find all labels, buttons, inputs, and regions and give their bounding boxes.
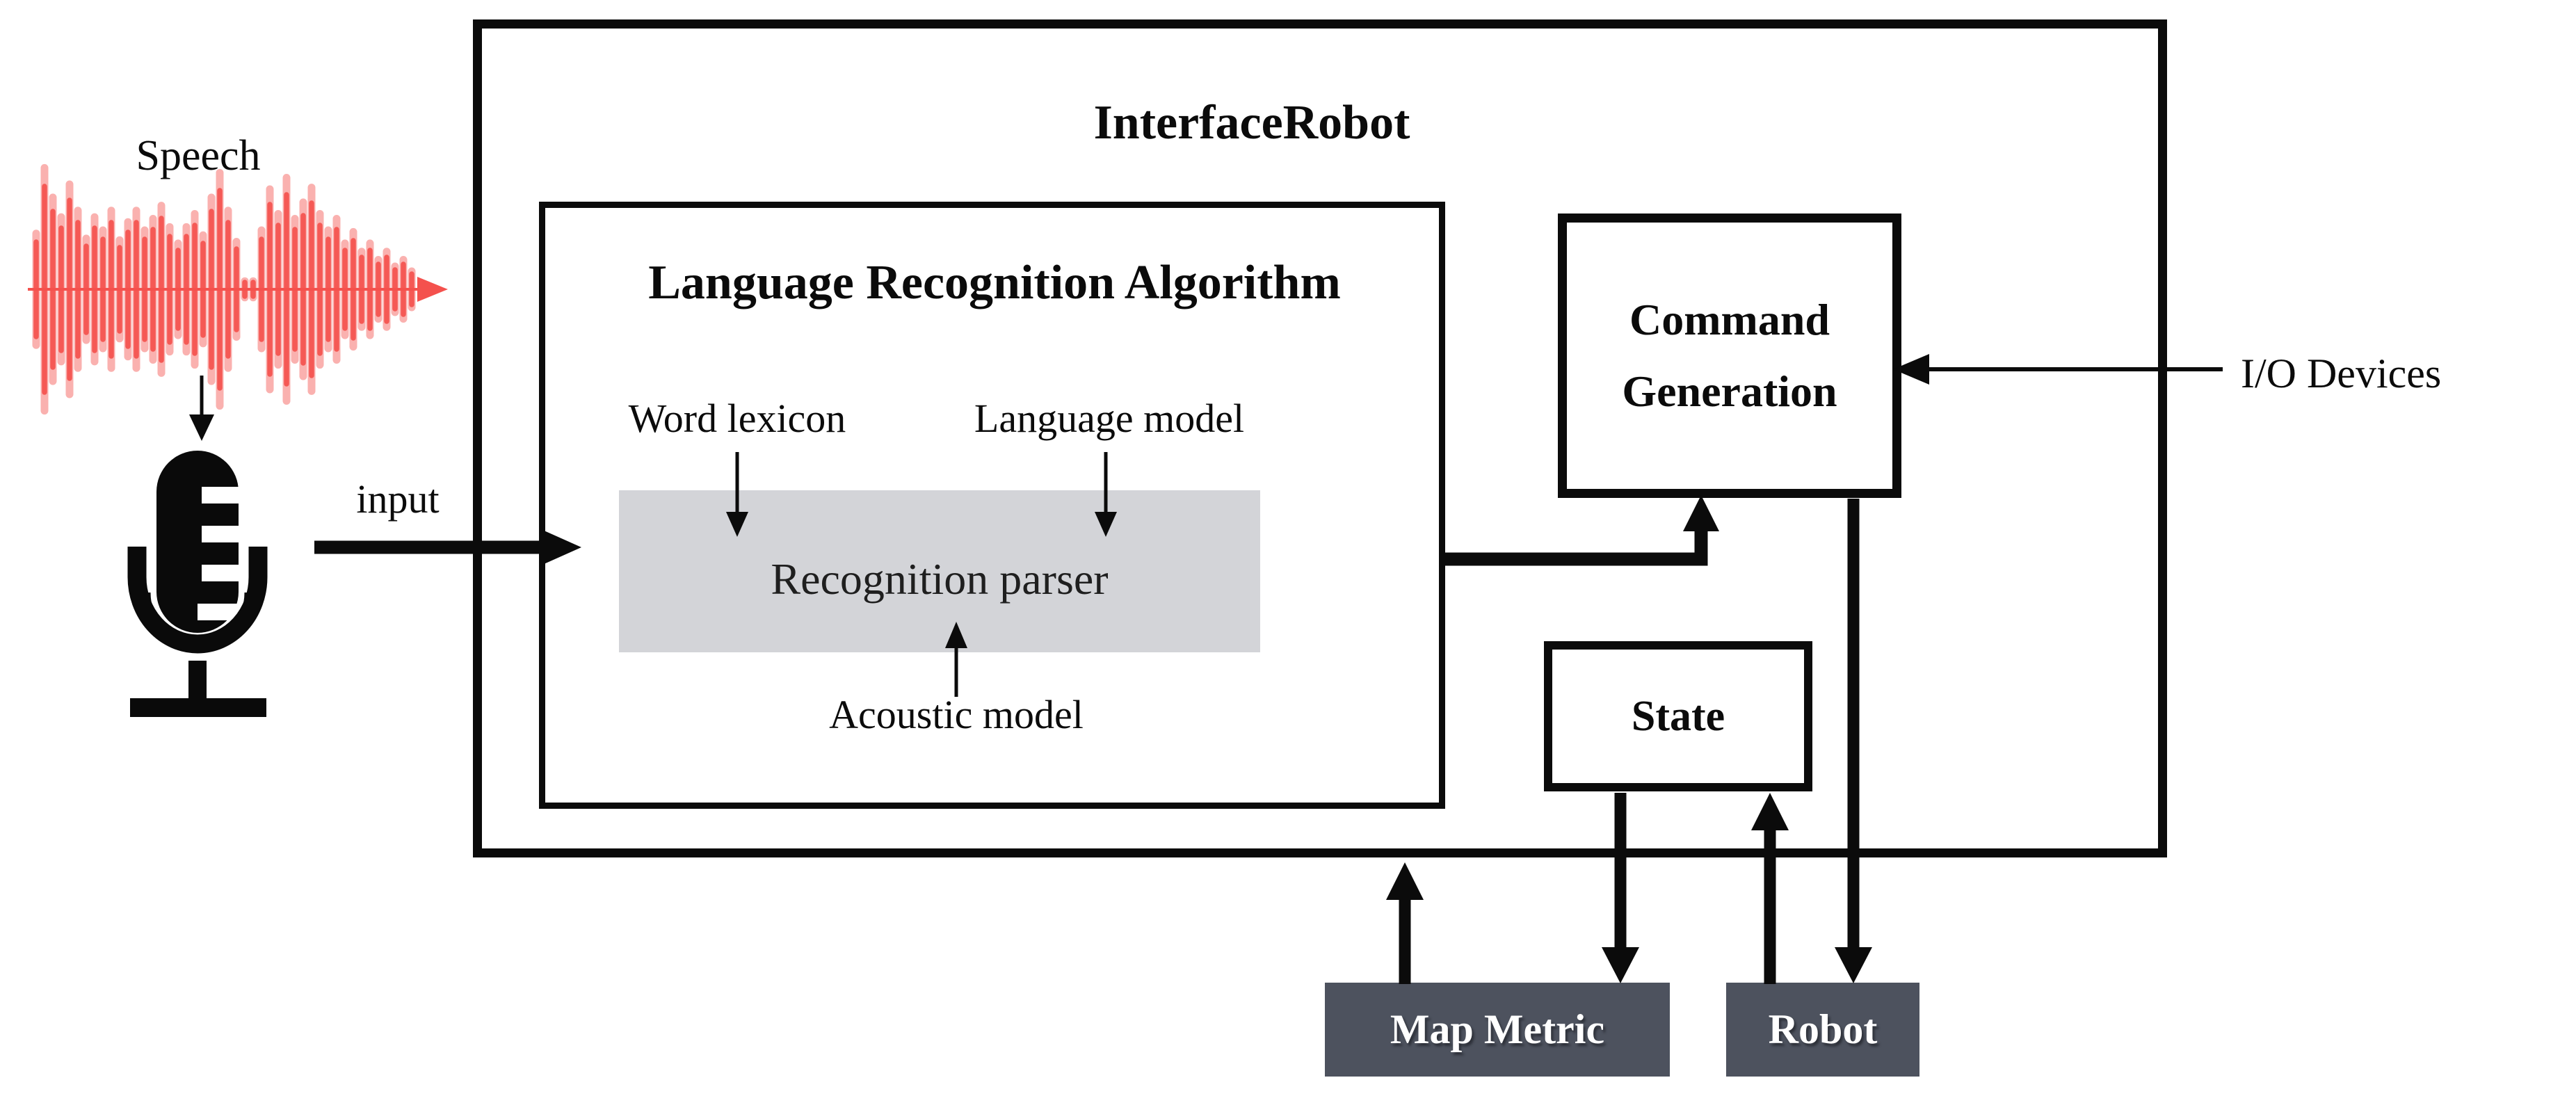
state-box — [1544, 641, 1812, 791]
robot-label: Robot — [1768, 1006, 1878, 1052]
word-lexicon-label: Word lexicon — [628, 396, 846, 441]
command-generation-label: Command Generation — [1622, 295, 1837, 416]
speech-to-mic-arrow — [189, 376, 214, 441]
robot-box — [1726, 983, 1919, 1077]
lra-title: Language Recognition Algorithm — [648, 256, 1341, 309]
acoustic-model-label: Acoustic model — [829, 692, 1084, 737]
recognition-parser-label: Recognition parser — [771, 554, 1109, 604]
state-label: State — [1631, 692, 1725, 740]
map-metric-label: Map Metric — [1390, 1006, 1605, 1052]
interface-robot-title: InterfaceRobot — [1093, 96, 1410, 150]
map-metric-box — [1325, 983, 1670, 1077]
map-metric-to-box-arrow — [1386, 862, 1424, 984]
recognition-parser-box — [619, 490, 1260, 652]
microphone-icon — [127, 451, 268, 717]
input-label: input — [356, 476, 440, 522]
speech-label: Speech — [136, 132, 261, 179]
io-devices-label: I/O Devices — [2241, 350, 2442, 396]
language-model-label: Language model — [974, 396, 1245, 441]
speech-waveform-icon — [28, 163, 448, 415]
